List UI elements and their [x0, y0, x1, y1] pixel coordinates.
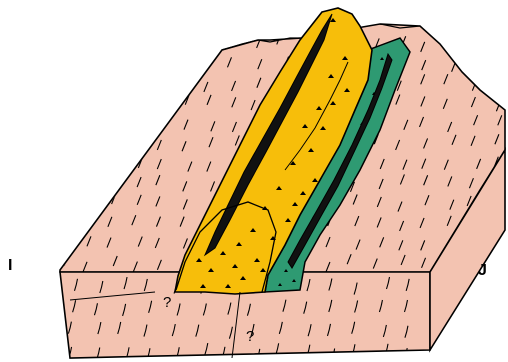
- section-end-label-right: J: [478, 262, 487, 280]
- texture-dash: [40, 94, 44, 104]
- texture-dash: [158, 40, 162, 50]
- texture-dash: [107, 137, 111, 147]
- texture-dash: [87, 38, 91, 48]
- texture-dash: [133, 139, 137, 149]
- texture-dash: [40, 117, 44, 127]
- texture-dash: [157, 94, 161, 104]
- texture-dash: [88, 156, 92, 166]
- texture-dash: [499, 75, 503, 85]
- texture-dash: [85, 77, 89, 87]
- texture-dash: [39, 57, 43, 67]
- texture-dash: [498, 260, 502, 270]
- texture-dash: [60, 121, 64, 131]
- texture-dash: [36, 238, 40, 248]
- texture-dash: [62, 98, 66, 108]
- texture-dash: [109, 96, 113, 106]
- texture-dash: [64, 195, 68, 205]
- unknown-marker-2: ?: [246, 328, 254, 345]
- texture-dash: [234, 35, 238, 45]
- texture-dash: [85, 61, 89, 71]
- texture-dash: [41, 74, 45, 84]
- texture-dash: [136, 122, 140, 132]
- texture-dash: [110, 156, 114, 166]
- texture-dash: [108, 41, 112, 51]
- texture-dash: [155, 77, 159, 87]
- texture-dash: [68, 154, 72, 164]
- texture-dash: [90, 118, 94, 128]
- texture-dash: [208, 55, 212, 65]
- texture-dash: [137, 57, 141, 67]
- texture-dash: [91, 180, 95, 190]
- texture-dash: [83, 198, 87, 208]
- texture-dash: [114, 80, 118, 90]
- texture-dash: [493, 40, 497, 50]
- texture-dash: [163, 59, 167, 69]
- texture-dash: [84, 97, 88, 107]
- texture-dash: [476, 61, 480, 71]
- texture-dash: [137, 37, 141, 47]
- texture-dash: [186, 35, 190, 45]
- texture-dash: [498, 59, 502, 69]
- section-end-label-left: I: [8, 257, 12, 275]
- texture-dash: [36, 216, 40, 226]
- texture-dash: [185, 78, 189, 88]
- texture-dash: [93, 138, 97, 148]
- texture-dash: [39, 255, 43, 265]
- texture-dash: [36, 160, 40, 170]
- texture-dash: [37, 138, 41, 148]
- texture-dash: [64, 218, 68, 228]
- unknown-marker-1: ?: [163, 294, 171, 311]
- texture-dash: [60, 177, 64, 187]
- texture-dash: [62, 134, 66, 144]
- texture-dash: [180, 56, 184, 66]
- texture-dash: [40, 38, 44, 48]
- texture-dash: [437, 348, 440, 360]
- texture-dash: [116, 119, 120, 129]
- texture-dash: [112, 56, 116, 66]
- texture-dash: [62, 77, 66, 87]
- texture-dash: [60, 36, 64, 46]
- texture-dash: [60, 61, 64, 71]
- texture-dash: [139, 95, 143, 105]
- texture-dash: [112, 178, 116, 188]
- texture-dash: [41, 179, 45, 189]
- texture-dash: [41, 199, 45, 209]
- texture-dash: [472, 37, 476, 47]
- texture-dash: [67, 235, 71, 245]
- texture-dash: [447, 36, 451, 46]
- texture-dash: [134, 82, 138, 92]
- texture-dash: [208, 36, 212, 46]
